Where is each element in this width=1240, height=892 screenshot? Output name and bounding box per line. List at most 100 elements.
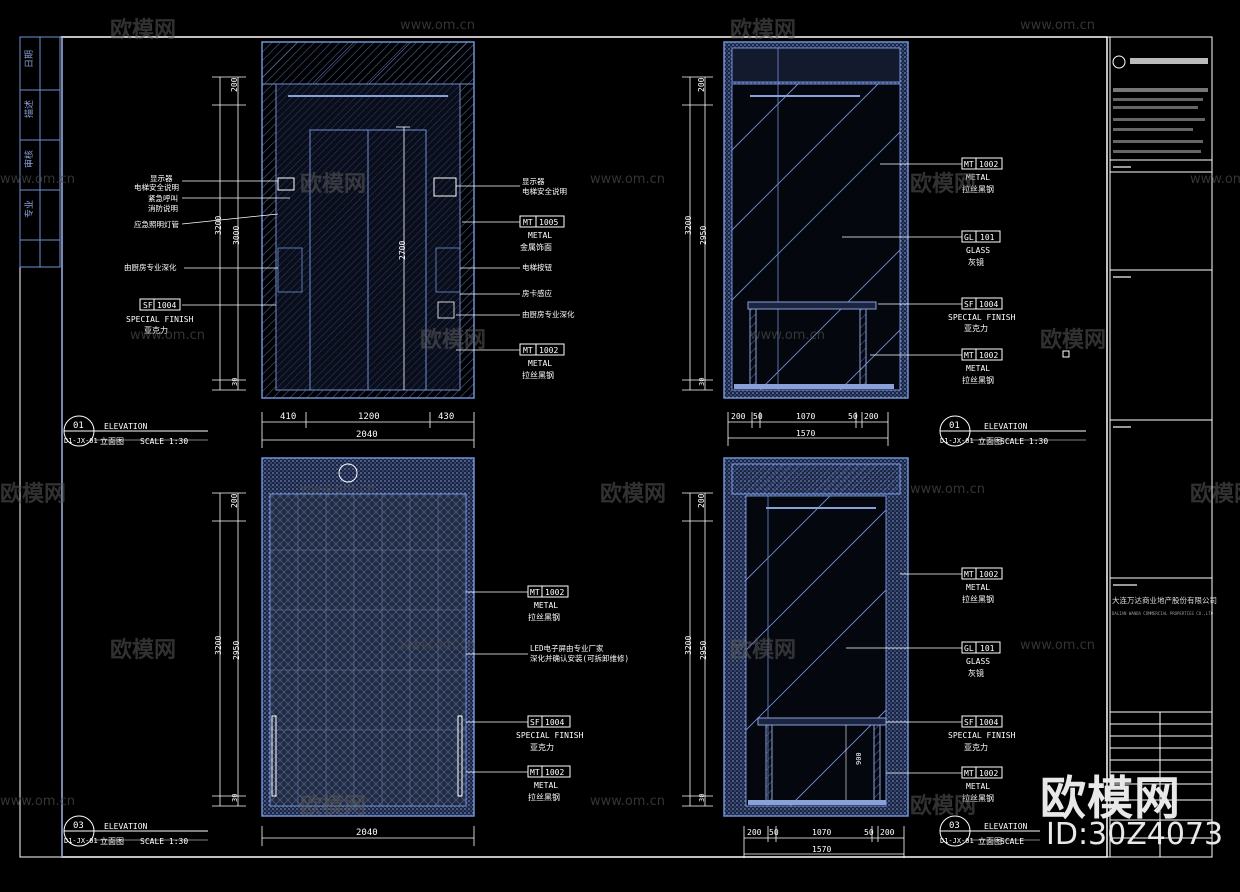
elev01-callout-r-kitchen: 由厨房专业深化 [522,309,575,319]
elev04-dim-h-50a: 50 [769,828,779,837]
elev02-bench-base [734,384,894,389]
elev03-dim-v-2950: 2950 [232,641,241,660]
svg-text:GLASS: GLASS [966,246,990,255]
elev01-callout-emergency: 紧急呼叫 [148,193,178,203]
svg-text:GLASS: GLASS [966,657,990,666]
elev04-dim-h-1070: 1070 [812,828,831,837]
elev01-dim-h-410: 410 [280,412,296,422]
watermark-url: www.om.cn [1190,172,1240,187]
svg-text:GL: GL [964,644,974,653]
svg-text:ELEVATION: ELEVATION [984,422,1028,431]
svg-text:SPECIAL FINISH: SPECIAL FINISH [516,731,584,740]
svg-text:SF: SF [964,300,974,309]
svg-text:1004: 1004 [979,718,998,727]
svg-text:立面图: 立面图 [978,836,1002,846]
svg-text:SF: SF [143,301,153,310]
watermark-brand: 欧模网 [110,18,177,43]
svg-text:METAL: METAL [534,601,558,610]
svg-text:1002: 1002 [979,160,998,169]
elevation-02[interactable]: 200 3200 2950 30 200 50 1070 50 200 1570 [682,41,1086,447]
svg-text:1002: 1002 [545,588,564,597]
elevation-01[interactable]: 200 3000 3200 2700 30 410 1200 430 2040 … [63,41,575,448]
svg-text:立面图: 立面图 [100,436,124,446]
elevation-04[interactable]: 900 200 3200 2950 30 200 50 1070 50 200 … [682,457,1040,858]
elev03-title: 03 D1-JX-01 ELEVATION 立面图 SCALE 1:30 [63,815,208,847]
elev01-callout-r-safety: 电梯安全说明 [522,186,567,196]
elev04-dim-h-200b: 200 [880,828,895,837]
svg-text:MT: MT [523,218,533,227]
svg-text:金属饰面: 金属饰面 [520,242,552,252]
elev01-title: 01 D1-JX-01 ELEVATION 立面图 SCALE 1:30 [63,415,208,447]
svg-text:SPECIAL FINISH: SPECIAL FINISH [948,313,1016,322]
elev01-callout-r-monitor: 显示器 [522,177,545,186]
watermark-brand: 欧模网 [730,638,797,663]
elev03-tag-mt1002b: MT 1002 METAL 拉丝黑钢 [527,765,571,802]
elev02-tag-sf1004: SF 1004 SPECIAL FINISH 亚克力 [948,297,1016,333]
svg-text:03: 03 [949,821,960,831]
elev02-bench-right [859,308,867,388]
elev01-dim-v-30: 30 [231,378,239,386]
svg-text:D1-JX-01: D1-JX-01 [64,837,98,845]
left-revision-strip: 日期 描述 审核 专业 [19,36,61,268]
watermark-url: www.om.cn [400,18,475,33]
svg-text:立面图: 立面图 [978,436,1002,446]
svg-text:灰镜: 灰镜 [968,668,984,678]
elev04-dim-v-3200: 3200 [684,636,693,655]
svg-text:METAL: METAL [534,781,558,790]
company-name-en: DALIAN WANDA COMMERCIAL PROPERTIES CO.,L… [1112,611,1214,616]
outer-frame [19,36,1213,858]
svg-text:ELEVATION: ELEVATION [984,822,1028,831]
elev02-title: 01 D1-JX-01 ELEVATION 立面图 SCALE 1:30 [939,415,1086,447]
elev04-bench-left [765,724,773,802]
elev03-dim-h-2040: 2040 [356,828,378,838]
elev02-dim-h-200a: 200 [731,412,746,421]
company-name-cn: 大连万达商业地产股份有限公司 [1112,595,1217,605]
elev04-tag-gl101: GL 101 GLASS 灰镜 [961,641,1001,678]
svg-text:METAL: METAL [966,583,990,592]
elev02-tag-mt1002b: MT 1002 METAL 拉丝黑钢 [961,348,1003,385]
watermark-brand: 欧模网 [110,638,177,663]
svg-text:ELEVATION: ELEVATION [104,822,148,831]
elev02-dim-h-1570: 1570 [796,429,815,438]
svg-text:1004: 1004 [979,300,998,309]
elev04-dim-h-50b: 50 [864,828,874,837]
watermark-url: www.om.cn [300,482,375,497]
strip-label-date: 日期 [24,50,35,68]
elev02-bench-top [747,301,877,310]
watermark-url: www.om.cn [130,328,205,343]
svg-text:1004: 1004 [545,718,564,727]
svg-text:MT: MT [964,351,974,360]
elev01-dim-h-1200: 1200 [358,412,380,422]
elev02-dim-v-200: 200 [697,77,706,92]
watermark-brand: 欧模网 [730,18,797,43]
elev01-tag-mt1002: MT 1002 METAL 拉丝黑钢 [519,343,565,380]
watermark-url: www.om.cn [0,172,75,187]
strip-label-review: 审核 [23,150,35,168]
svg-text:亚克力: 亚克力 [530,742,554,752]
elev01-head-band [261,41,475,85]
elevation-03[interactable]: 200 3200 2950 30 2040 MT 1002 METAL 拉丝黑钢… [63,457,629,847]
svg-text:METAL: METAL [966,173,990,182]
svg-text:D1-JX-01: D1-JX-01 [940,437,974,445]
elev01-dim-v-2700: 2700 [398,241,407,260]
svg-text:亚克力: 亚克力 [144,325,168,335]
svg-text:拉丝黑钢: 拉丝黑钢 [962,375,994,385]
svg-text:03: 03 [73,821,84,831]
svg-text:亚克力: 亚克力 [964,323,988,333]
elev02-dim-h-200b: 200 [864,412,879,421]
elev02-bench-left [749,308,757,388]
svg-text:101: 101 [980,644,995,653]
watermark-brand: 欧模网 [910,794,977,819]
elev02-dim-v-2950: 2950 [699,226,708,245]
svg-text:D1-JX-01: D1-JX-01 [64,437,98,445]
svg-text:拉丝黑钢: 拉丝黑钢 [528,612,560,622]
watermark-brand: 欧模网 [910,172,977,197]
elev04-dim-v-200: 200 [697,493,706,508]
svg-text:拉丝黑钢: 拉丝黑钢 [528,792,560,802]
svg-text:MT: MT [964,570,974,579]
svg-text:SCALE: SCALE [1000,837,1024,846]
watermark-url: www.om.cn [590,794,665,809]
elev01-tag-sf: SF 1004 SPECIAL FINISH 亚克力 [126,298,194,335]
watermark-url: www.om.cn [1020,18,1095,33]
